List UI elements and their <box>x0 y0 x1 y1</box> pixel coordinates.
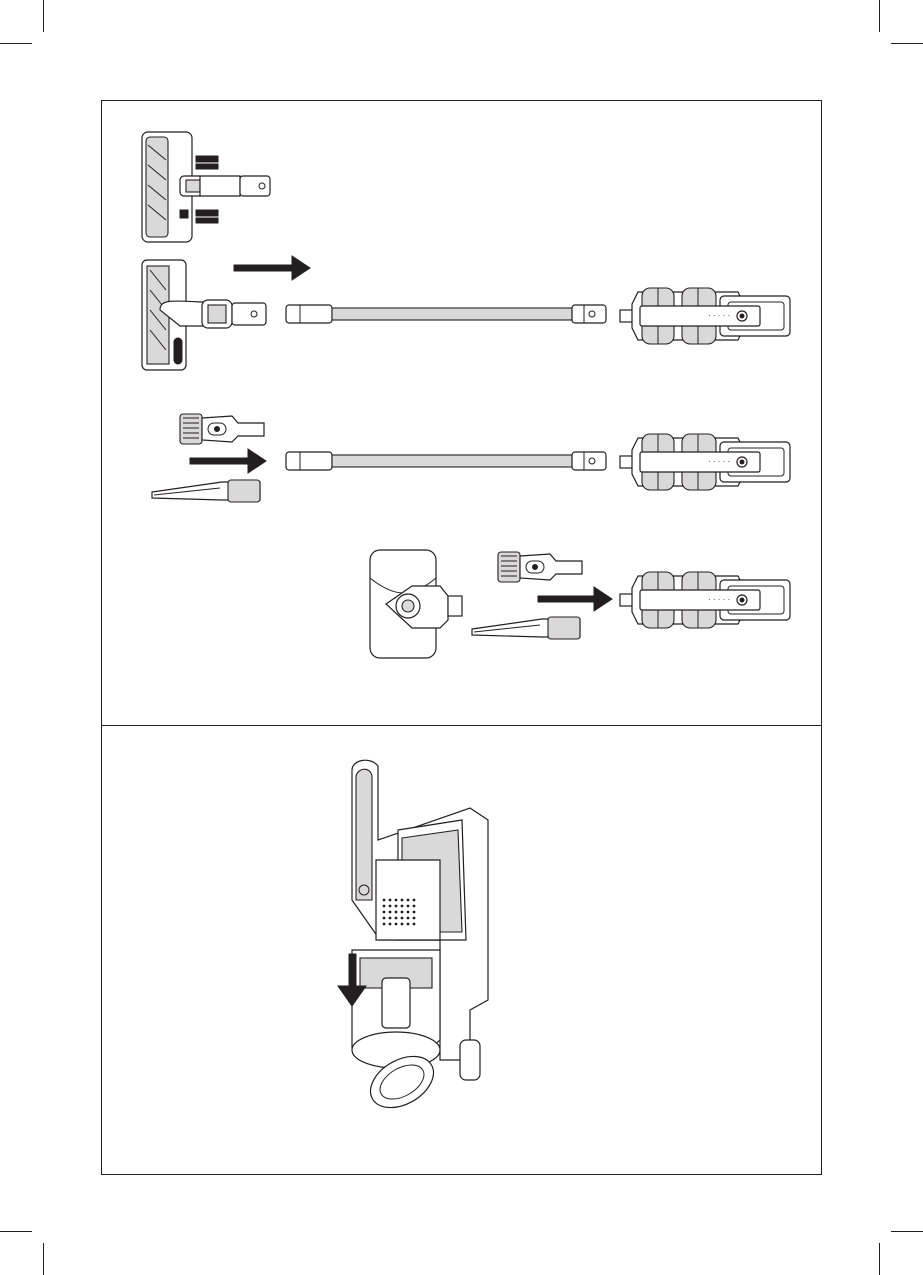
mini-turbo-brush <box>370 550 462 658</box>
floor-brush-head <box>142 132 270 242</box>
arrow-right-icon <box>190 449 266 473</box>
dusting-brush <box>498 552 582 582</box>
crevice-tool <box>472 617 580 639</box>
dusting-brush <box>180 414 264 444</box>
motorized-brush-head <box>142 260 266 370</box>
main-unit-handle <box>620 572 790 628</box>
extension-tube <box>286 452 606 470</box>
main-unit-handle <box>620 434 790 490</box>
arrow-right-icon <box>234 256 310 280</box>
arrow-right-icon <box>538 587 612 611</box>
crevice-tool <box>152 480 260 502</box>
main-unit-handle <box>620 288 790 344</box>
extension-tube <box>286 305 606 323</box>
dust-cup <box>352 950 442 1118</box>
